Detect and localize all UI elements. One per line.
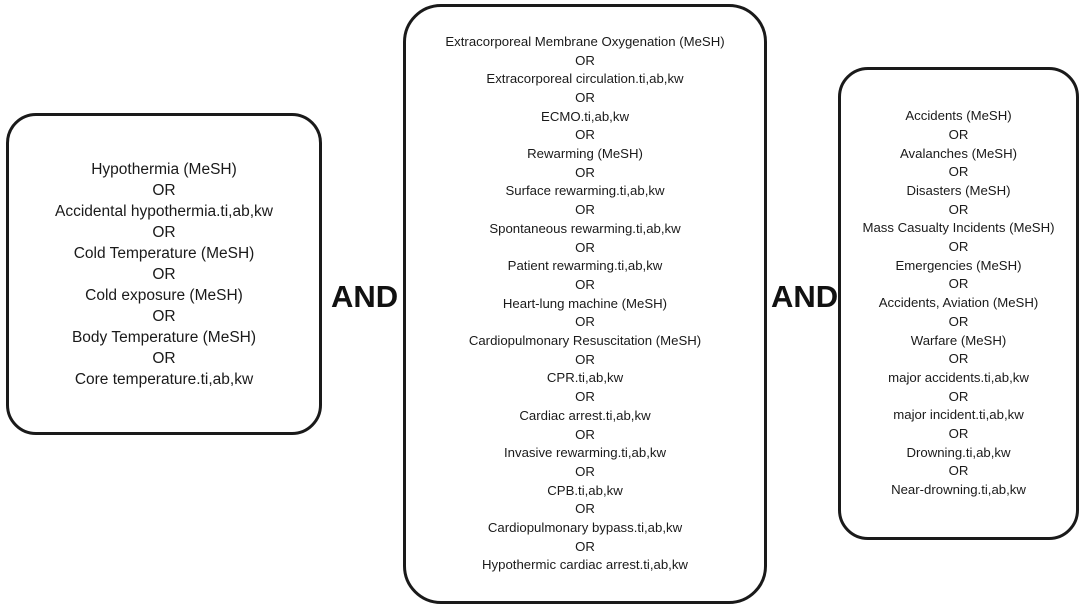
or-connector: OR: [948, 463, 969, 479]
search-term: Drowning.ti,ab,kw: [906, 444, 1011, 460]
or-connector: OR: [948, 126, 969, 142]
search-term: Warfare (MeSH): [910, 332, 1007, 348]
search-term: Near-drowning.ti,ab,kw: [891, 482, 1026, 498]
search-term: Spontaneous rewarming.ti,ab,kw: [489, 220, 681, 236]
search-term: Cardiac arrest.ti,ab,kw: [519, 407, 651, 423]
or-connector: OR: [152, 223, 176, 241]
search-term: Invasive rewarming.ti,ab,kw: [504, 445, 666, 461]
search-term: Surface rewarming.ti,ab,kw: [505, 183, 665, 199]
or-connector: OR: [575, 89, 595, 105]
left-term-box: Hypothermia (MeSH) OR Accidental hypotherm…: [6, 113, 322, 435]
or-connector: OR: [948, 313, 969, 329]
or-connector: OR: [575, 351, 595, 367]
or-connector: OR: [152, 307, 176, 325]
search-term: Hypothermia (MeSH): [91, 160, 237, 178]
or-connector: OR: [575, 276, 595, 292]
or-connector: OR: [575, 463, 595, 479]
or-connector: OR: [948, 351, 969, 367]
and-operator-1: AND: [331, 279, 399, 314]
or-connector: OR: [152, 181, 176, 199]
or-connector: OR: [575, 389, 595, 405]
right-term-box: Accidents (MeSH) OR Avalanches (MeSH) OR Dis…: [838, 67, 1079, 540]
search-term: major accidents.ti,ab,kw: [888, 369, 1029, 385]
search-term: CPB.ti,ab,kw: [547, 482, 623, 498]
search-term: Mass Casualty Incidents (MeSH): [862, 220, 1055, 236]
search-term: Emergencies (MeSH): [895, 257, 1022, 273]
search-term: ECMO.ti,ab,kw: [541, 108, 629, 124]
search-term: Cold Temperature (MeSH): [73, 244, 255, 262]
or-connector: OR: [152, 349, 176, 367]
search-term: Avalanches (MeSH): [899, 145, 1018, 161]
search-term: Hypothermic cardiac arrest.ti,ab,kw: [482, 557, 688, 573]
search-term: Accidents, Aviation (MeSH): [878, 295, 1039, 311]
or-connector: OR: [948, 426, 969, 442]
search-term: CPR.ti,ab,kw: [546, 370, 624, 386]
search-term: Extracorporeal circulation.ti,ab,kw: [486, 71, 684, 87]
or-connector: OR: [948, 276, 969, 292]
or-connector: OR: [152, 265, 176, 283]
or-connector: OR: [948, 388, 969, 404]
or-connector: OR: [948, 201, 969, 217]
search-term: Accidental hypothermia.ti,ab,kw: [55, 202, 273, 220]
search-term: Cardiopulmonary bypass.ti,ab,kw: [487, 520, 683, 536]
or-connector: OR: [575, 239, 595, 255]
or-connector: OR: [948, 164, 969, 180]
search-term: Body Temperature (MeSH): [71, 328, 257, 346]
or-connector: OR: [575, 314, 595, 330]
or-connector: OR: [575, 426, 595, 442]
or-connector: OR: [575, 127, 595, 143]
or-connector: OR: [575, 202, 595, 218]
and-operator-2: AND: [771, 279, 839, 314]
or-connector: OR: [575, 501, 595, 517]
or-connector: OR: [575, 52, 595, 68]
search-term: Accidents (MeSH): [905, 108, 1012, 124]
search-term: Disasters (MeSH): [906, 182, 1011, 198]
search-term: Extracorporeal Membrane Oxygenation (MeS…: [445, 33, 725, 49]
search-term: Cold exposure (MeSH): [85, 286, 243, 304]
search-term: major incident.ti,ab,kw: [893, 407, 1024, 423]
search-term: Core temperature.ti,ab,kw: [74, 370, 254, 388]
or-connector: OR: [948, 239, 969, 255]
or-connector: OR: [575, 164, 595, 180]
search-term: Cardiopulmonary Resuscitation (MeSH): [468, 333, 702, 349]
search-term: Heart-lung machine (MeSH): [502, 295, 668, 311]
search-term: Rewarming (MeSH): [527, 146, 643, 162]
search-term: Patient rewarming.ti,ab,kw: [507, 258, 663, 274]
center-term-box: Extracorporeal Membrane Oxygenation (MeS…: [403, 4, 767, 604]
or-connector: OR: [575, 538, 595, 554]
